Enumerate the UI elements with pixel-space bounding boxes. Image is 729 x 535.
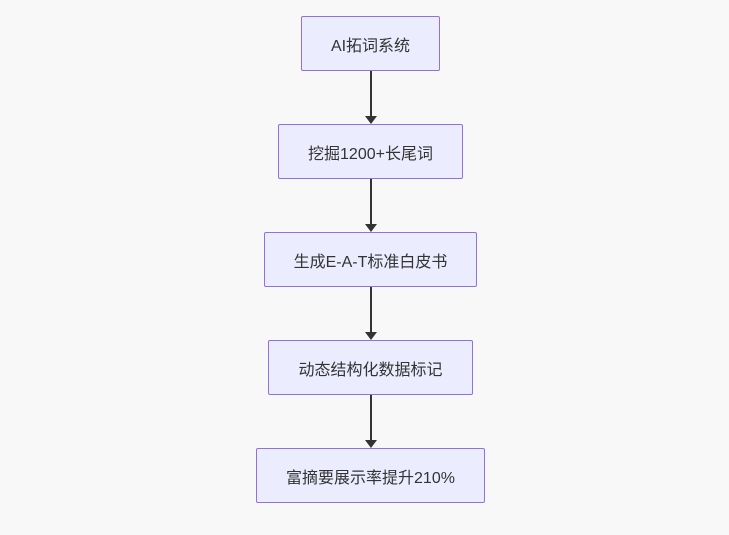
arrow-head-icon (364, 440, 377, 448)
flowchart-node-structured-data-markup: 动态结构化数据标记 (268, 340, 473, 395)
node-label: 挖掘1200+长尾词 (308, 145, 433, 163)
arrow-line (369, 179, 372, 225)
node-label: 动态结构化数据标记 (298, 361, 443, 379)
flowchart-node-rich-snippet-result: 富摘要展示率提升210% (256, 448, 485, 503)
node-label: AI拓词系统 (330, 37, 411, 55)
flowchart-arrow-3 (364, 287, 378, 340)
flowchart-arrow-2 (364, 179, 378, 232)
arrow-head-icon (364, 116, 377, 124)
flowchart-node-eat-whitepaper: 生成E-A-T标准白皮书 (263, 232, 478, 287)
node-label: 富摘要展示率提升210% (286, 469, 455, 487)
flowchart-arrow-1 (364, 71, 378, 124)
node-label: 生成E-A-T标准白皮书 (293, 253, 448, 271)
flowchart: AI拓词系统 挖掘1200+长尾词 生成E-A-T标准白皮书 动态结构化数据标记… (256, 0, 485, 503)
flowchart-node-longtail-mining: 挖掘1200+长尾词 (278, 124, 463, 179)
arrow-line (369, 287, 372, 333)
flowchart-node-ai-keyword-system: AI拓词系统 (300, 16, 441, 71)
arrow-line (369, 395, 372, 441)
flowchart-arrow-4 (364, 395, 378, 448)
arrow-head-icon (364, 332, 377, 340)
arrow-head-icon (364, 224, 377, 232)
arrow-line (369, 71, 372, 117)
